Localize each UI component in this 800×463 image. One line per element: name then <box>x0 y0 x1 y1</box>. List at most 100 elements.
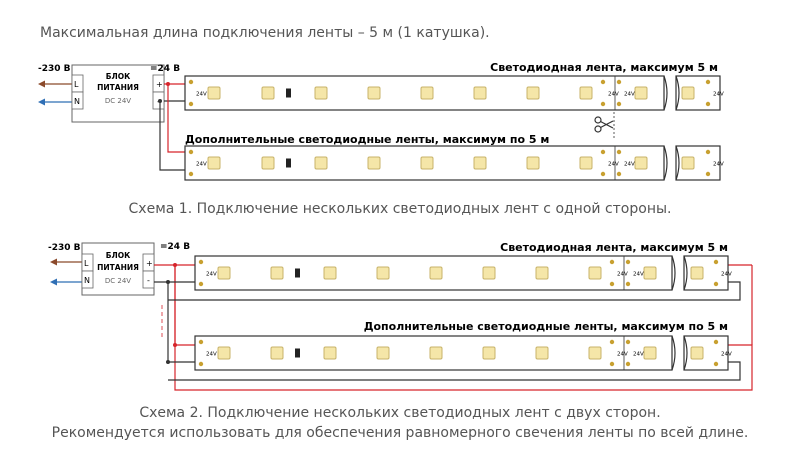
led-chip <box>681 156 695 170</box>
led-chip <box>429 346 443 360</box>
solder-pad <box>600 79 606 85</box>
led-chip <box>690 346 704 360</box>
strip-voltage-label: 24V <box>617 272 628 278</box>
solder-pad <box>705 149 711 155</box>
strip-voltage-label: 24V <box>633 352 644 358</box>
psu-label-2: ПИТАНИЯ <box>97 263 139 272</box>
scissors-icon <box>594 116 614 133</box>
led-chip <box>323 346 337 360</box>
led-chip <box>634 156 648 170</box>
arrow-left-icon <box>50 278 57 286</box>
led-chip <box>588 266 602 280</box>
mains-input-2: -230 В <box>48 243 82 286</box>
solder-pad <box>609 339 615 345</box>
led-chip <box>420 86 434 100</box>
led-chip <box>217 346 231 360</box>
resistor <box>295 348 300 358</box>
wires-scheme-1 <box>158 82 190 171</box>
led-strip-1b: 24V 24V 24V 24V <box>184 145 724 181</box>
strip-voltage-label: 24V <box>608 162 619 168</box>
led-chip <box>690 266 704 280</box>
led-chip <box>261 86 275 100</box>
solder-pad <box>713 361 719 367</box>
strip-title-2a: Светодиодная лента, максимум 5 м <box>500 241 728 254</box>
solder-pad <box>705 171 711 177</box>
strip-voltage-label: 24V <box>206 272 217 278</box>
mains-voltage-label: -230 В <box>38 64 71 74</box>
strip-voltage-label: 24V <box>196 162 207 168</box>
solder-pad <box>616 79 622 85</box>
strip-title-1a: Светодиодная лента, максимум 5 м <box>490 61 718 74</box>
psu-label-2: ПИТАНИЯ <box>97 83 139 92</box>
caption-scheme-2-line-2: Рекомендуется использовать для обеспечен… <box>51 425 749 441</box>
solder-pad <box>198 339 204 345</box>
caption-scheme-2-line-1: Схема 2. Подключение нескольких светодио… <box>139 405 661 421</box>
led-chip <box>643 266 657 280</box>
solder-pad <box>188 101 194 107</box>
led-chip <box>323 266 337 280</box>
strip-voltage-label: 24V <box>713 92 724 98</box>
solder-pad <box>188 79 194 85</box>
solder-pad <box>705 79 711 85</box>
resistor <box>286 158 291 168</box>
solder-pad <box>609 259 615 265</box>
solder-pad <box>198 361 204 367</box>
strip-voltage-label: 24V <box>206 352 217 358</box>
psu-terminal-plus: + <box>156 80 163 89</box>
led-chip <box>261 156 275 170</box>
solder-pad <box>616 171 622 177</box>
solder-pad <box>188 149 194 155</box>
psu-label-3: DC 24V <box>105 277 131 285</box>
solder-pad <box>713 339 719 345</box>
led-chip <box>367 86 381 100</box>
led-chip <box>634 86 648 100</box>
solder-pad <box>600 149 606 155</box>
solder-pad <box>625 259 631 265</box>
resistor <box>286 88 291 98</box>
mains-input-1: -230 В <box>38 64 72 106</box>
solder-pad <box>600 101 606 107</box>
strip-voltage-label: 24V <box>633 272 644 278</box>
strip-voltage-label: 24V <box>721 352 732 358</box>
dc-voltage-label: =24 В <box>160 242 190 252</box>
strip-title-2b: Дополнительные светодиодные ленты, макси… <box>364 320 728 333</box>
led-chip <box>270 266 284 280</box>
led-chip <box>207 156 221 170</box>
led-chip <box>207 86 221 100</box>
solder-pad <box>625 281 631 287</box>
psu-label-3: DC 24V <box>105 97 131 105</box>
led-chip <box>643 346 657 360</box>
solder-pad <box>625 339 631 345</box>
led-chip <box>473 86 487 100</box>
led-chip <box>314 156 328 170</box>
page-header: Максимальная длина подключения ленты – 5… <box>40 25 490 41</box>
led-chip <box>535 346 549 360</box>
led-chip <box>376 266 390 280</box>
led-chip <box>579 156 593 170</box>
strip-voltage-label: 24V <box>624 162 635 168</box>
solder-pad <box>616 101 622 107</box>
solder-pad <box>609 361 615 367</box>
led-chip <box>473 156 487 170</box>
psu-label-1: БЛОК <box>106 251 131 260</box>
led-chip <box>482 346 496 360</box>
solder-pad <box>198 281 204 287</box>
dc-voltage-label: =24 В <box>150 64 180 74</box>
strip-voltage-label: 24V <box>713 162 724 168</box>
strip-voltage-label: 24V <box>617 352 628 358</box>
solder-pad <box>600 171 606 177</box>
led-chip <box>526 156 540 170</box>
solder-pad <box>609 281 615 287</box>
led-chip <box>270 346 284 360</box>
power-supply-2: L N + - БЛОК ПИТАНИЯ DC 24V <box>81 242 155 296</box>
arrow-left-icon <box>38 98 45 106</box>
led-chip <box>314 86 328 100</box>
solder-pad <box>188 171 194 177</box>
led-chip <box>376 346 390 360</box>
led-chip <box>588 346 602 360</box>
resistor <box>295 268 300 278</box>
solder-pad <box>198 259 204 265</box>
arrow-left-icon <box>50 258 57 266</box>
psu-terminal-plus: + <box>146 259 153 268</box>
